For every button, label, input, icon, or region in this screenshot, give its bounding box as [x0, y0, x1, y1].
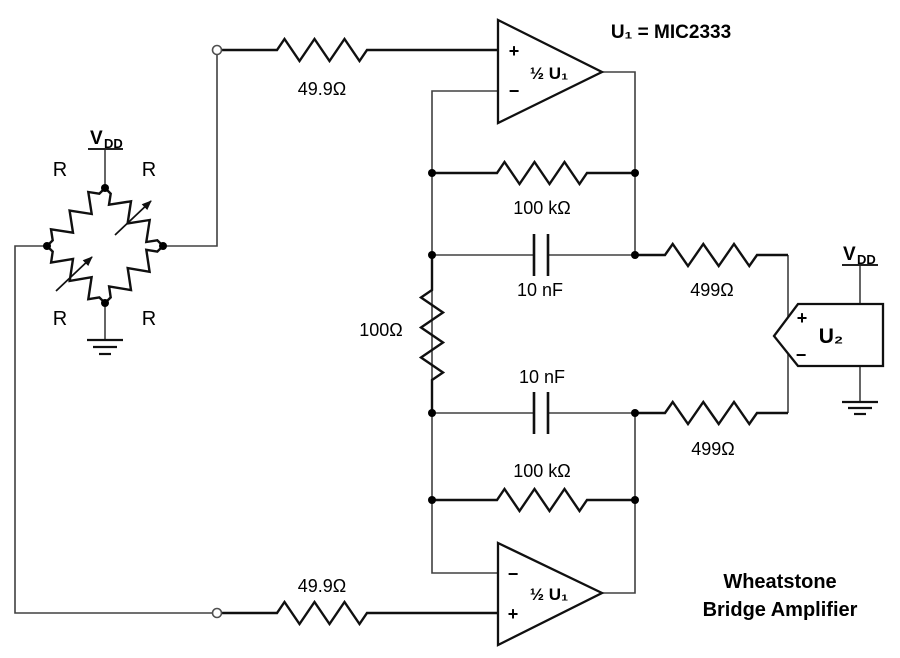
u2-plus: +	[797, 308, 808, 328]
bridge-arm-top-left	[46, 187, 106, 247]
u2-label: U₂	[819, 325, 844, 348]
label-bridge-r-bottom-right: R	[142, 308, 156, 330]
resistor-output-top	[635, 241, 788, 269]
junction-dot	[631, 496, 639, 504]
wire-bridge-left-to-bottom-terminal	[14, 245, 212, 614]
caption-line2: Bridge Amplifier	[703, 599, 858, 621]
label-resistor-input-top: 49.9Ω	[298, 79, 347, 99]
resistor-gain	[418, 255, 446, 413]
junction-dot	[101, 184, 109, 192]
resistor-feedback-top	[432, 159, 635, 187]
label-bridge-r-top-right: R	[142, 159, 156, 181]
label-resistor-feedback-bottom: 100 kΩ	[513, 461, 571, 481]
opamp-top-minus: −	[509, 81, 520, 101]
junction-dot	[428, 496, 436, 504]
input-terminal-top	[211, 44, 223, 56]
label-resistor-gain: 100Ω	[359, 320, 403, 340]
capacitor-bottom-plates	[532, 392, 550, 434]
input-terminal-bottom	[211, 607, 223, 619]
resistor-input-bottom	[222, 599, 498, 627]
junction-dot	[631, 251, 639, 259]
label-ic-note: U₁ = MIC2333	[611, 22, 731, 43]
label-bridge-r-top-left: R	[53, 159, 67, 181]
junction-dot	[428, 169, 436, 177]
variable-arrow-bottom-left-icon	[55, 256, 93, 292]
label-resistor-input-bottom: 49.9Ω	[298, 576, 347, 596]
opamp-bottom-plus: +	[508, 604, 519, 624]
label-resistor-output-bottom: 499Ω	[691, 439, 735, 459]
junction-dot	[631, 169, 639, 177]
wire-bottom-output-rail	[602, 413, 636, 594]
opamp-top-triangle	[496, 18, 605, 125]
opamp-top-plus: +	[509, 41, 520, 61]
label-resistor-output-top: 499Ω	[690, 280, 734, 300]
junction-dot	[428, 409, 436, 417]
junction-dots	[43, 169, 639, 504]
u2-body	[772, 302, 885, 368]
ground-icon-u2	[842, 400, 878, 416]
wire-inverting-rail	[431, 90, 498, 574]
resistor-input-top	[222, 36, 498, 64]
label-capacitor-bottom: 10 nF	[519, 367, 565, 387]
capacitor-top	[532, 234, 550, 276]
bridge-arm-bottom-right	[104, 245, 164, 304]
wire-top-output-rail	[602, 71, 636, 255]
wire-bridge-right-to-top-terminal	[163, 55, 218, 247]
u2-minus: −	[796, 345, 807, 365]
vdd-label-sub: DD	[857, 252, 876, 267]
vdd-symbol-u2: V DD	[842, 244, 878, 267]
junction-dot	[159, 242, 167, 250]
opamp-bottom-minus: −	[508, 564, 519, 584]
resistor-output-bottom	[635, 399, 788, 427]
capacitor-bottom	[532, 392, 550, 434]
junction-dot	[101, 299, 109, 307]
junction-dot	[43, 242, 51, 250]
label-resistor-feedback-top: 100 kΩ	[513, 198, 571, 218]
wheatstone-bridge	[46, 187, 164, 304]
junction-dot	[428, 251, 436, 259]
bridge-arm-bottom-left	[46, 245, 106, 304]
vdd-label-sub: DD	[104, 136, 123, 151]
label-bridge-r-bottom-left: R	[53, 308, 67, 330]
label-capacitor-top: 10 nF	[517, 280, 563, 300]
vdd-label: V	[843, 244, 856, 265]
opamp-bottom-triangle	[496, 541, 605, 647]
opamp-top-label: ½ U₁	[530, 64, 568, 83]
resistor-feedback-bottom	[432, 486, 635, 514]
vdd-symbol-bridge: V DD	[88, 128, 123, 151]
opamp-bottom-label: ½ U₁	[530, 585, 568, 604]
vdd-label: V	[90, 128, 103, 149]
variable-arrow-top-right-icon	[114, 200, 152, 236]
capacitor-top-plates	[532, 234, 550, 276]
junction-dot	[631, 409, 639, 417]
ground-icon-bridge	[87, 338, 123, 356]
caption-line1: Wheatstone	[723, 571, 836, 593]
